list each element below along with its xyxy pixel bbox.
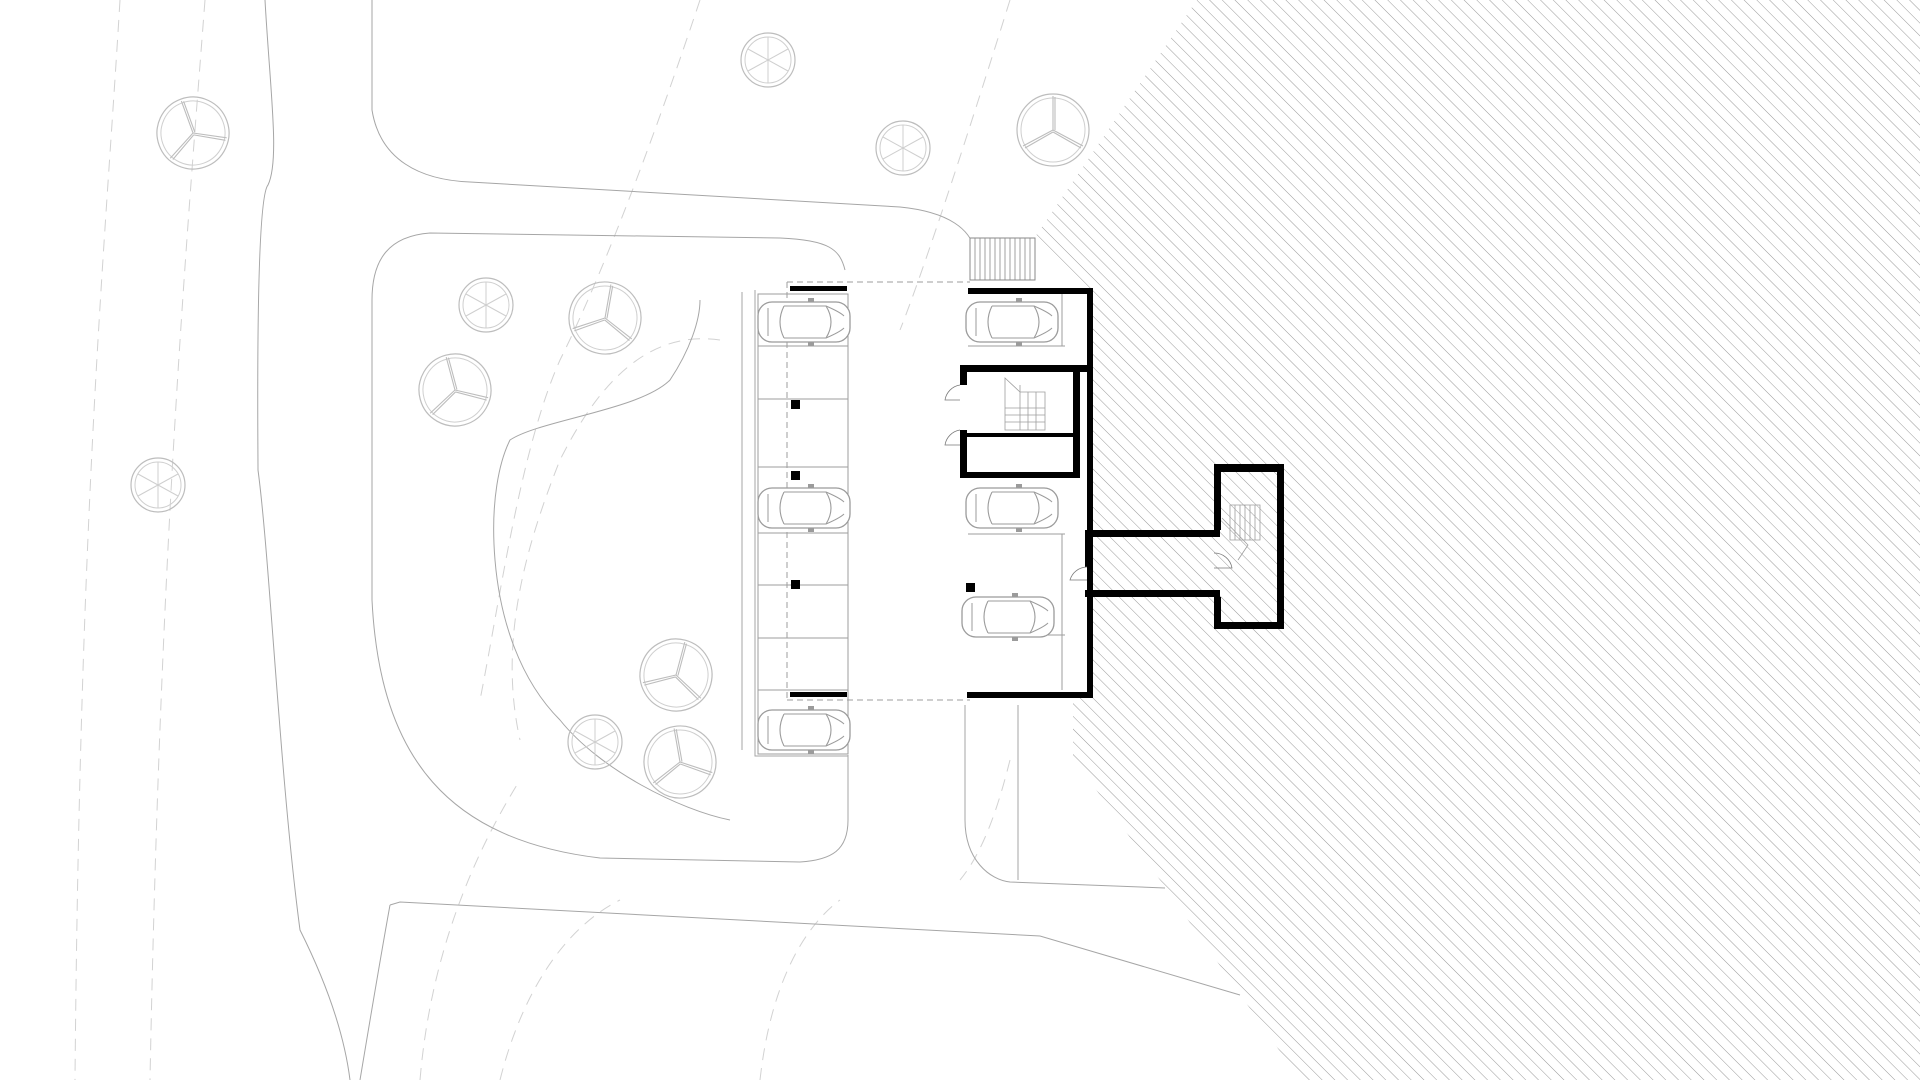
stairs [1004,377,1261,561]
terrain-hatch [1033,0,1920,1080]
doors [944,384,1233,581]
trees [130,32,1090,805]
road-outlines [257,0,1241,1080]
contour-lines [74,0,1011,1080]
entry-steps [969,237,1036,281]
columns [791,400,975,592]
walls [790,286,1284,698]
